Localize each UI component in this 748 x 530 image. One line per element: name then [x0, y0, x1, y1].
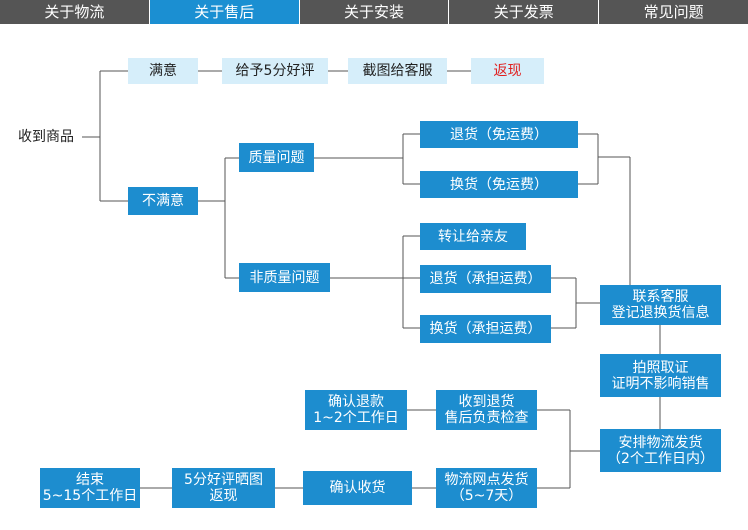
- node-take-photo-evidence: 拍照取证证明不影响销售: [600, 354, 721, 397]
- node-not-satisfied: 不满意: [128, 187, 198, 215]
- node-cashback: 返现: [471, 58, 544, 84]
- node-receive-goods: 收到商品: [18, 129, 74, 145]
- tab-bar: 关于物流 关于售后 关于安装 关于发票 常见问题: [0, 0, 748, 24]
- node-quality-issue: 质量问题: [239, 143, 314, 172]
- node-arrange-shipping: 安排物流发货（2个工作日内）: [600, 429, 721, 472]
- node-confirm-receipt: 确认收货: [303, 471, 412, 505]
- node-return-free-shipping: 退货（免运费）: [420, 121, 578, 148]
- node-review-cashback: 5分好评晒图返现: [172, 468, 275, 508]
- node-logistics-ship: 物流网点发货（5~7天）: [436, 468, 537, 508]
- node-screenshot-to-cs: 截图给客服: [348, 58, 447, 84]
- tab-installation[interactable]: 关于安装: [298, 0, 449, 24]
- node-give-to-friend: 转让给亲友: [420, 223, 526, 250]
- tab-invoice[interactable]: 关于发票: [448, 0, 599, 24]
- node-exchange-free-shipping: 换货（免运费）: [420, 171, 578, 198]
- node-satisfied: 满意: [128, 58, 198, 84]
- node-receive-return: 收到退货售后负责检查: [436, 390, 537, 430]
- node-contact-customer-service: 联系客服登记退换货信息: [600, 285, 721, 325]
- tab-faq[interactable]: 常见问题: [598, 0, 748, 24]
- tab-logistics[interactable]: 关于物流: [0, 0, 149, 24]
- tab-after-sales[interactable]: 关于售后: [148, 0, 299, 24]
- node-give-5-star: 给予5分好评: [222, 58, 328, 84]
- node-return-paid-shipping: 退货（承担运费）: [420, 265, 551, 293]
- node-exchange-paid-shipping: 换货（承担运费）: [420, 315, 551, 343]
- node-non-quality-issue: 非质量问题: [239, 263, 330, 292]
